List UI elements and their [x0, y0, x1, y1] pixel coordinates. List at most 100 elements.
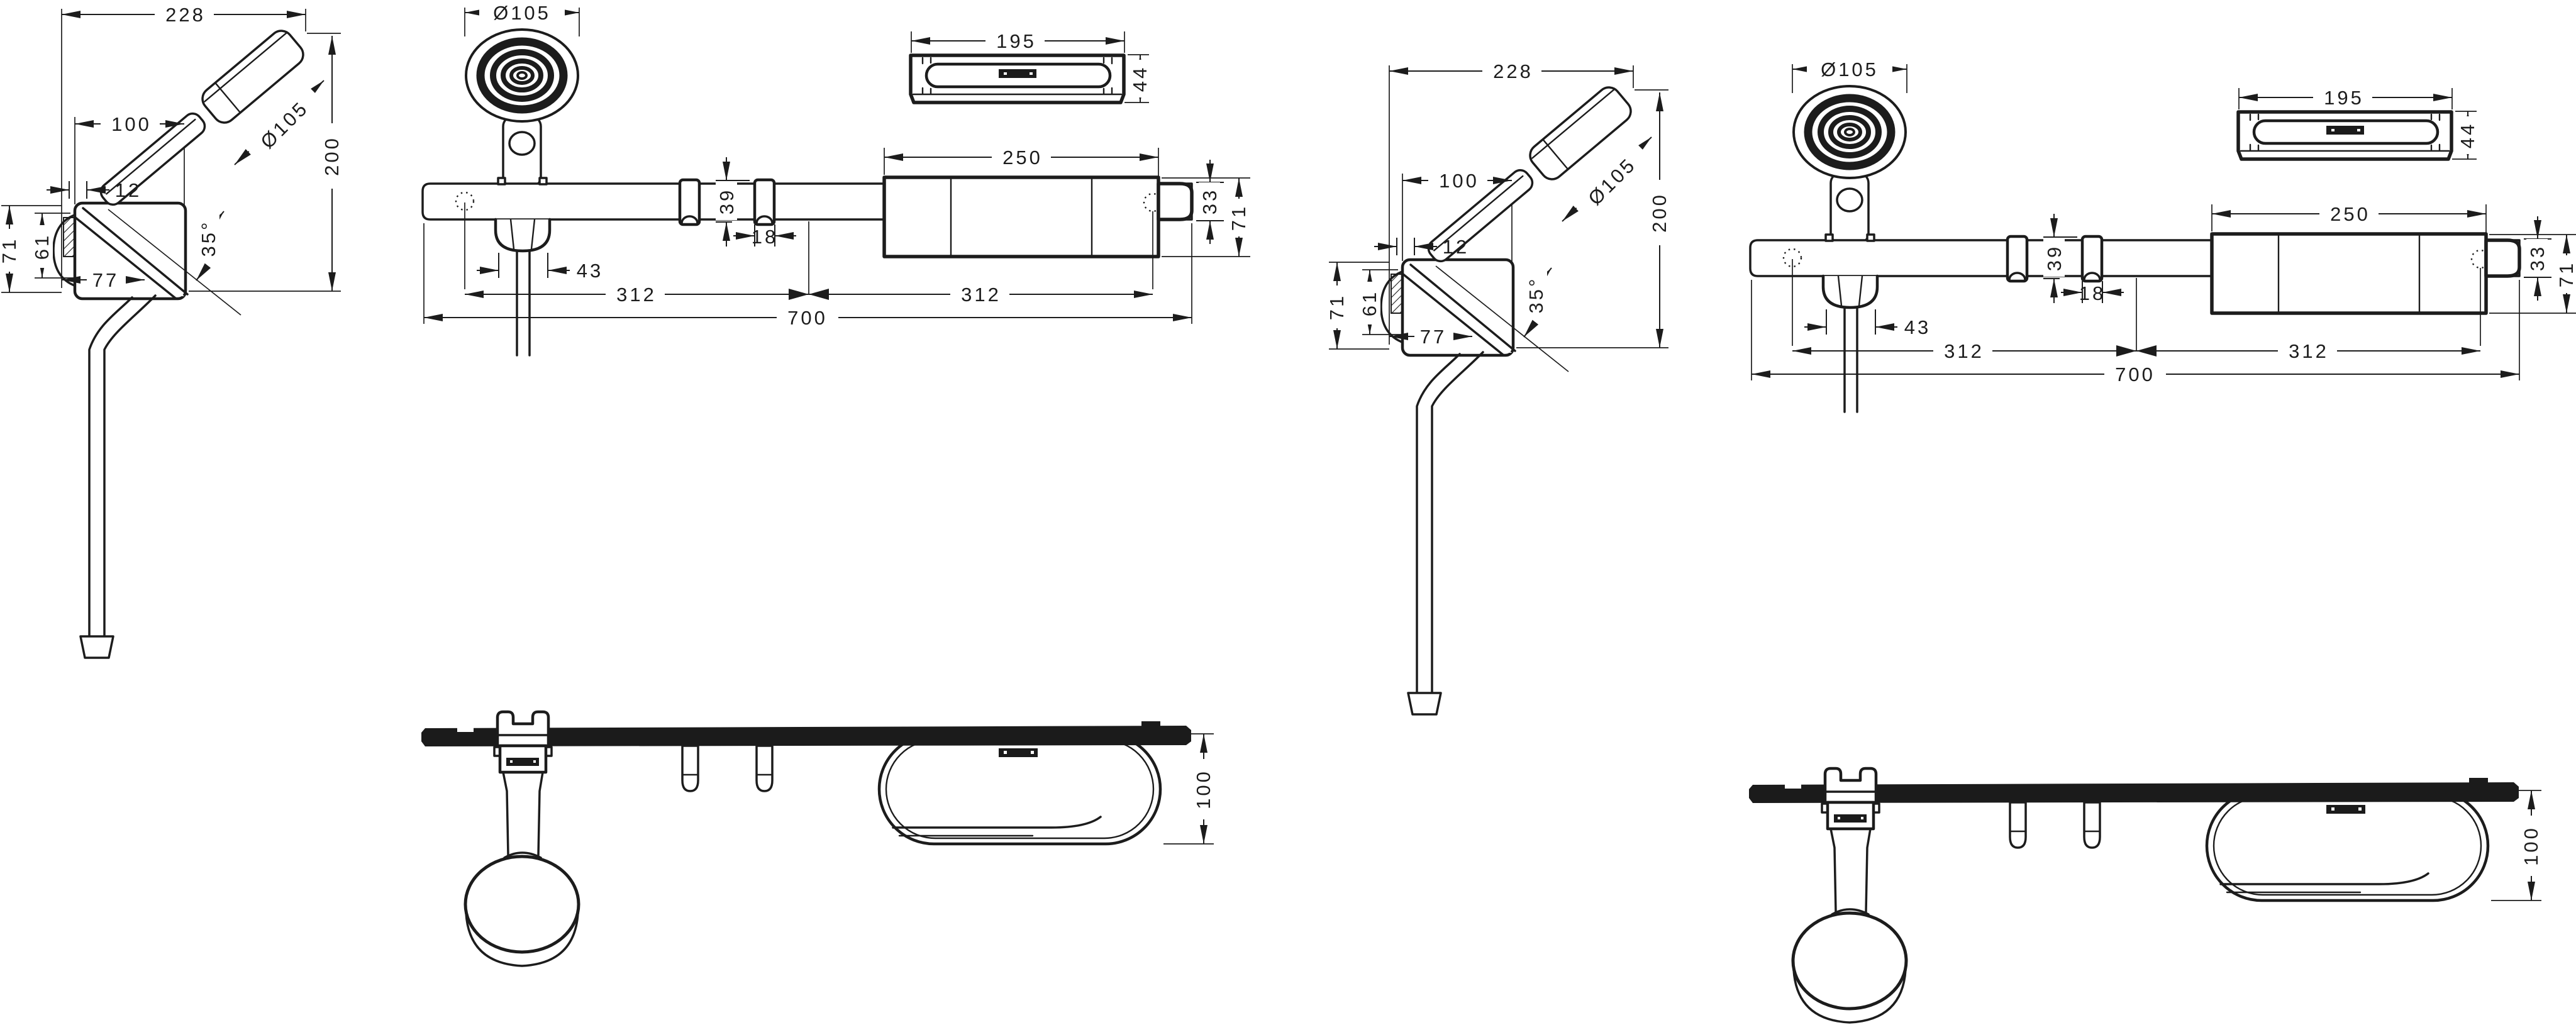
angle-construction-line	[1435, 265, 1569, 372]
shelf-front	[2210, 232, 2488, 315]
side-view: 35° 228 100 12	[1325, 60, 1670, 716]
side-extension-lines	[1, 9, 341, 293]
dim-label: 195	[996, 30, 1036, 52]
dim-label: 250	[1002, 147, 1043, 169]
bracket-screw	[1031, 751, 1034, 754]
dim-label: 44	[2457, 122, 2479, 148]
dim-61: 61	[30, 213, 53, 278]
shelf-dividers	[2277, 234, 2421, 313]
dim-label: 71	[2555, 261, 2576, 287]
dim-250: 250	[2211, 203, 2487, 238]
shower-hose-inner	[103, 294, 157, 638]
dim-label: Ø105	[1584, 153, 1641, 210]
dim-label: 18	[752, 226, 778, 248]
angle-arrow-down	[196, 263, 211, 281]
bar-plan-mount-tab	[1141, 721, 1160, 728]
dim-label: 39	[2043, 245, 2065, 271]
dim-18: 18	[733, 224, 796, 248]
holder-cup-edges	[1402, 263, 1516, 357]
dim-61: 61	[1358, 270, 1380, 335]
dim-label: 195	[2324, 87, 2364, 109]
shower-hose-outer	[1416, 353, 1461, 694]
shower-head-face	[1792, 85, 1907, 179]
shelf-plan-outline	[877, 733, 1162, 846]
bar-plan-mount-notch	[457, 728, 474, 732]
angle-construction-line	[108, 209, 242, 316]
dim-100-plan: 100	[1163, 733, 1214, 845]
shelf-plan-floor-line	[892, 816, 1102, 829]
hand-shower-plan-head	[1791, 911, 1908, 1024]
dim-label: 77	[1420, 326, 1446, 348]
bar-hook-plan	[755, 745, 774, 792]
front-view: Ø105 195	[1749, 58, 2576, 413]
dim-71-front: 71	[1162, 177, 1250, 257]
dim-label: 100	[1439, 170, 1479, 192]
dim-label: 71	[1228, 204, 1250, 231]
dim-label: 39	[716, 188, 738, 214]
dim-label: 77	[92, 269, 119, 291]
dim-250: 250	[884, 147, 1159, 181]
dim-label: 250	[2330, 203, 2370, 225]
dim-39: 39	[2043, 214, 2077, 303]
shower-head-face	[465, 28, 579, 123]
dim-100: 100	[75, 113, 184, 135]
side-extension-lines	[1329, 65, 1668, 350]
dim-312-right: 312	[809, 284, 1153, 306]
dim-label: 200	[321, 136, 343, 176]
shelf-front	[882, 175, 1160, 258]
hose-connector-nut	[1407, 692, 1442, 716]
dim-77: 77	[62, 269, 145, 291]
bar-plan-slab	[421, 726, 1191, 746]
dim-700: 700	[423, 223, 1192, 329]
dim-label: 43	[577, 260, 603, 282]
shelf-top-view	[2236, 110, 2453, 161]
dim-label: 228	[165, 4, 206, 26]
dim-100: 100	[1402, 170, 1512, 192]
shelf-plan-bracket	[2326, 805, 2365, 814]
plan-view: 100	[421, 710, 1214, 967]
dim-200: 200	[320, 36, 343, 291]
dim-228: 228	[62, 4, 306, 26]
bar-holder	[494, 177, 552, 357]
dim-12: 12	[1374, 236, 1467, 258]
holder-plan	[1821, 767, 1880, 916]
bar-plan-mount-notch	[1785, 784, 1801, 789]
dim-228: 228	[1389, 60, 1633, 82]
bar-slider	[2080, 235, 2104, 283]
dim-43: 43	[1804, 309, 1931, 338]
hand-shower-plan-head	[464, 855, 580, 967]
dim-12: 12	[47, 179, 139, 201]
dim-312-left: 312	[1792, 340, 2136, 362]
bar-hook-plan	[2009, 801, 2027, 849]
bar-slider	[753, 178, 776, 226]
dim-77: 77	[1389, 326, 1472, 348]
bar-hook-plan	[2083, 801, 2101, 849]
dim-label: 35°	[1525, 277, 1547, 314]
shelf-plan-outline	[2205, 789, 2490, 902]
dim-label: 312	[961, 284, 1001, 306]
shower-button	[1836, 187, 1863, 213]
dim-label: 700	[787, 307, 828, 329]
dim-dia105-front: Ø105	[1792, 58, 1907, 93]
drawing-set: 35° 228 100 12	[1325, 58, 2576, 1024]
dim-100-plan: 100	[2491, 790, 2542, 901]
plan-view: 100	[1749, 767, 2542, 1024]
dim-label: 44	[1129, 65, 1151, 92]
dim-label: 43	[1904, 316, 1931, 338]
dim-angle-35: 35°	[1524, 271, 1547, 319]
shelf-top-view	[909, 53, 1126, 104]
shelf-dividers	[950, 177, 1093, 257]
dim-312-right: 312	[2136, 340, 2480, 362]
dim-label: 61	[31, 233, 53, 260]
bar-holder	[1821, 233, 1879, 413]
mount-point-left	[455, 191, 475, 211]
shelf-plan-inner	[885, 739, 1155, 839]
dim-71-front: 71	[2489, 234, 2576, 314]
dim-label: 100	[1192, 769, 1214, 809]
dim-39: 39	[716, 157, 750, 247]
dim-700: 700	[1751, 280, 2520, 385]
dim-43: 43	[477, 253, 603, 282]
dim-label: 35°	[197, 220, 219, 257]
